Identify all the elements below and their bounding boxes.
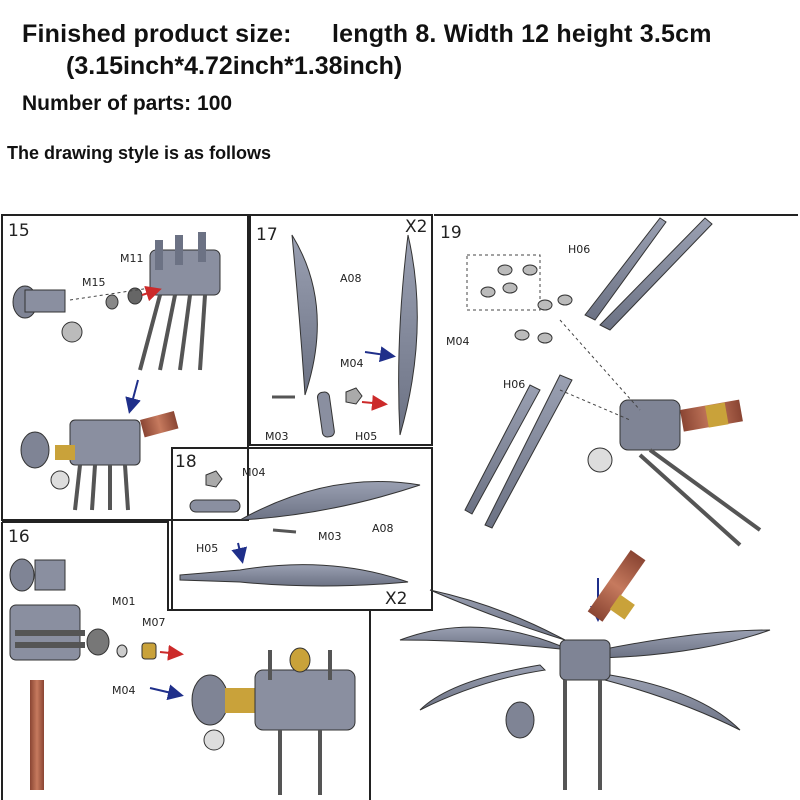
step-16: 16 M01 M07 M04 [8,527,356,795]
part-label-m04-18: M04 [242,466,266,479]
right-arrow [364,346,396,363]
step-18: 18 X2 M04 H05 M03 A08 [175,452,421,609]
link-h05 [317,391,335,438]
size-value: length 8. Width 12 height 3.5cm [332,20,712,48]
part-label-h05: H05 [355,430,377,443]
part-label-m15: M15 [82,276,106,289]
step-17: 17 X2 A08 M04 M03 H05 [256,217,427,443]
step-19: 19 H06 M04 H06 [399,217,771,790]
part-label-m03: M03 [265,430,289,443]
part-label-h05-18: H05 [196,542,218,555]
part-label-m11: M11 [120,252,144,265]
nut-group-box [466,254,541,311]
part-label-a08-18: A08 [372,522,394,535]
screw-m03-18 [272,528,297,534]
part-label-m03-18: M03 [318,530,342,543]
red-arrow [361,394,388,411]
size-inches: (3.15inch*4.72inch*1.38inch) [66,52,403,80]
hub-16 [9,558,85,790]
dotted-guides [559,319,641,421]
step-17-number: 17 [256,225,278,245]
step-16-number: 16 [8,527,30,547]
drawing-style-note: The drawing style is as follows [7,143,272,163]
part-label-m07: M07 [142,616,166,629]
part-label-h06: H06 [568,243,590,256]
part-label-a08: A08 [340,272,362,285]
assembled-16 [191,647,356,795]
assembled-hub [20,410,179,511]
nut-m04-16 [116,644,128,658]
blade-assembled [398,234,418,436]
part-label-m04: M04 [340,357,364,370]
blade-assembled-18 [179,564,409,587]
size-label: Finished product size: [22,20,292,48]
blade-a08 [291,234,318,396]
step-15: 15 M11 M15 [8,221,221,511]
nut-group [480,264,573,344]
down-arrow-18 [231,542,248,564]
step-18-number: 18 [175,452,197,472]
parts-count: Number of parts: 100 [22,92,233,115]
collar-m07 [141,642,157,660]
step-19-number: 19 [440,223,462,243]
link-h05-18 [189,499,241,513]
step-17-multiplier: X2 [405,217,427,237]
blade-pair-top [584,217,713,331]
part-label-h06-b: H06 [503,378,525,391]
nut-m04 [345,387,363,405]
nut-m04-18 [205,470,223,488]
blade-pair-bottom [464,374,573,529]
down-arrow [125,379,141,414]
part-label-m04-16: M04 [112,684,136,697]
blade-a08-18 [239,481,421,521]
header: Finished product size: length 8. Width 12… [0,0,800,200]
gear-m01 [86,628,110,656]
part-label-m01: M01 [112,595,136,608]
assembly-diagram: 15 M11 M15 17 [1,214,798,800]
panel-frames [1,214,798,800]
product-size-line: Finished product size: length 8. Width 12… [22,20,712,49]
step-18-multiplier: X2 [385,589,407,609]
step-15-number: 15 [8,221,30,241]
hub-19 [587,399,762,547]
red-arrow-16 [159,644,184,661]
rotor-hub-assembly [138,232,221,371]
part-label-m04-19: M04 [446,335,470,348]
right-arrow-16 [149,684,184,701]
shaft-part [12,285,162,343]
final-rotor [399,549,771,790]
